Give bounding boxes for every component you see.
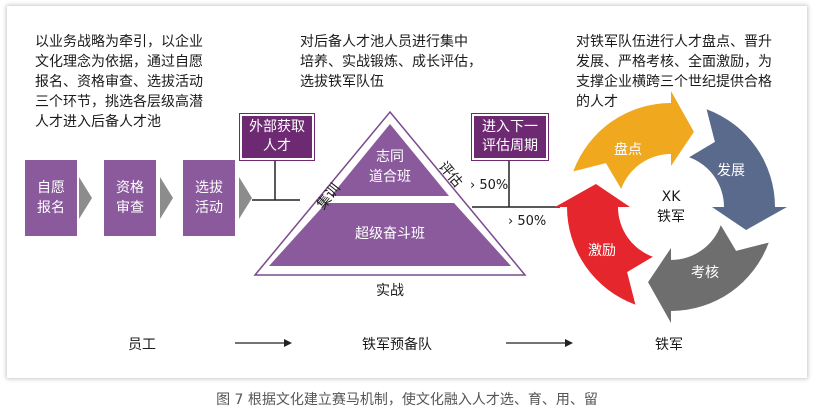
middle-description: 对后备人才池人员进行集中 培养、实战锻炼、成长评估， 选拔铁军队伍 [300,34,482,90]
cycle-label-incentive: 激励 [588,243,616,259]
step-box-review: 资格 审查 [104,160,156,236]
step-arrow-3 [239,177,252,219]
pyramid-bottom-label: 超级奋斗班 [355,226,425,242]
cycle-label-inventory: 盘点 [614,142,642,158]
right-description: 对铁军队伍进行人才盘点、晋升 发展、严格考核、全面激励，为 支撑企业横跨三个世纪… [576,34,772,110]
cycle-segment-inventory [573,91,694,189]
cycle-segment-development [689,109,787,230]
step-box-signup: 自愿 报名 [25,160,77,236]
cycle-center-label: XK 铁军 [657,189,685,225]
pct-top-label: › 50% [470,178,509,193]
pct-bottom-label: › 50% [508,214,547,229]
pyramid-bottom [269,203,511,266]
pyramid-base-label: 实战 [376,283,404,299]
bottom-label-ironarmy: 铁军 [655,337,683,353]
bottom-label-reserve: 铁军预备队 [362,337,432,353]
cycle-label-assessment: 考核 [691,265,719,281]
cycle-segment-assessment [648,225,769,323]
external-talent-tag: 外部获取 人才 [240,114,314,160]
left-description: 以业务战略为牵引，以企业 文化理念为依据，通过自愿 报名、资格审查、选拔活动 三… [35,34,203,130]
figure-caption: 图 7 根据文化建立赛马机制，使文化融入人才选、育、用、留 [216,392,598,408]
cycle-label-development: 发展 [717,163,745,179]
cycle-segment-incentive [555,184,653,305]
step-arrow-1 [79,177,92,219]
pyramid-outline [253,110,527,276]
bottom-arrowhead-1 [284,339,292,347]
bottom-arrowhead-2 [565,339,573,347]
bottom-label-employee: 员工 [128,337,156,353]
pyramid-top [331,124,449,196]
pyramid-top-label: 志同 道合班 [369,149,411,185]
next-cycle-tag: 进入下一 评估周期 [472,114,548,160]
cycle-diagram [555,91,787,323]
step-arrow-2 [160,177,173,219]
step-box-selection: 选拔 活动 [183,160,235,236]
